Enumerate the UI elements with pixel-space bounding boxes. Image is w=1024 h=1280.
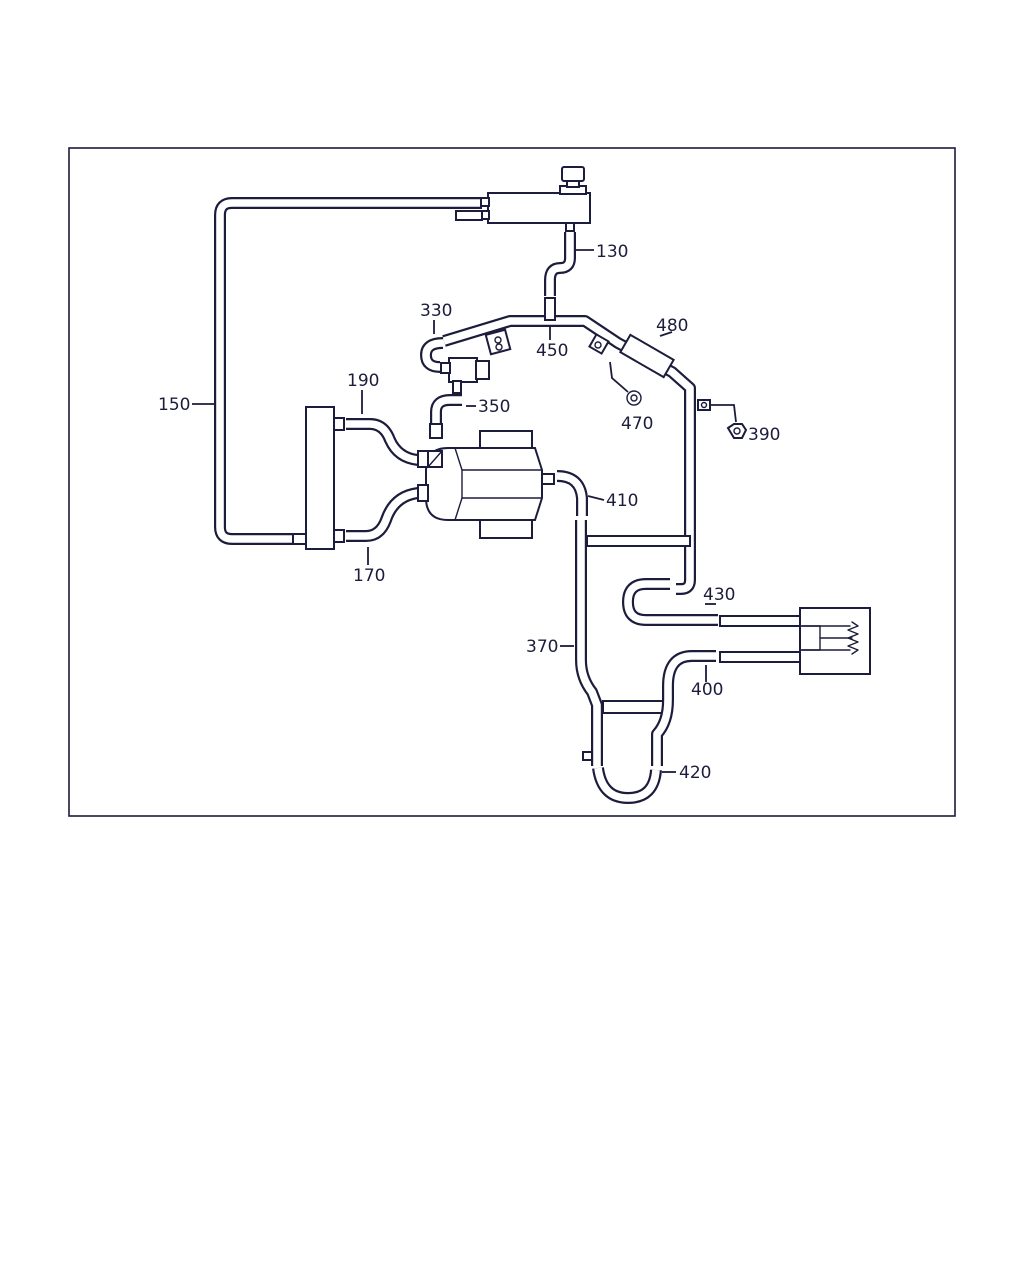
label-350: 350 (478, 397, 510, 417)
engine-block (417, 430, 555, 539)
hose-190 (346, 390, 419, 466)
label-170: 170 (353, 566, 385, 586)
pipe-clip (484, 328, 512, 356)
label-470: 470 (621, 414, 653, 434)
hose-150 (214, 197, 482, 545)
label-390: 390 (748, 425, 780, 445)
control-valve (440, 357, 490, 394)
label-190: 190 (347, 371, 379, 391)
nut-390 (697, 399, 748, 439)
hose-420 (592, 766, 676, 804)
pipe-370 (560, 520, 603, 766)
brace-upper (586, 535, 691, 547)
label-370: 370 (526, 637, 558, 657)
hose-350 (429, 394, 476, 439)
nut-470 (609, 361, 642, 406)
hose-400 (651, 650, 716, 766)
label-150: 150 (158, 395, 190, 415)
diagram-frame (68, 147, 956, 817)
brace-lower (602, 700, 664, 714)
pipe-450 (442, 297, 696, 595)
heater-pipes (719, 615, 803, 663)
hose-410 (556, 470, 605, 516)
label-330: 330 (420, 301, 452, 321)
hose-170 (346, 487, 420, 565)
label-450: 450 (536, 341, 568, 361)
label-420: 420 (679, 763, 711, 783)
label-480: 480 (656, 316, 688, 336)
label-400: 400 (691, 680, 723, 700)
hose-330 (420, 320, 444, 373)
heater-core (799, 607, 871, 675)
component-480 (588, 331, 676, 379)
radiator (292, 406, 345, 550)
label-130: 130 (596, 242, 628, 262)
expansion-tank (455, 166, 591, 232)
label-410: 410 (606, 491, 638, 511)
hose-130 (544, 232, 594, 296)
label-430: 430 (703, 585, 735, 605)
hose-430 (622, 578, 718, 626)
